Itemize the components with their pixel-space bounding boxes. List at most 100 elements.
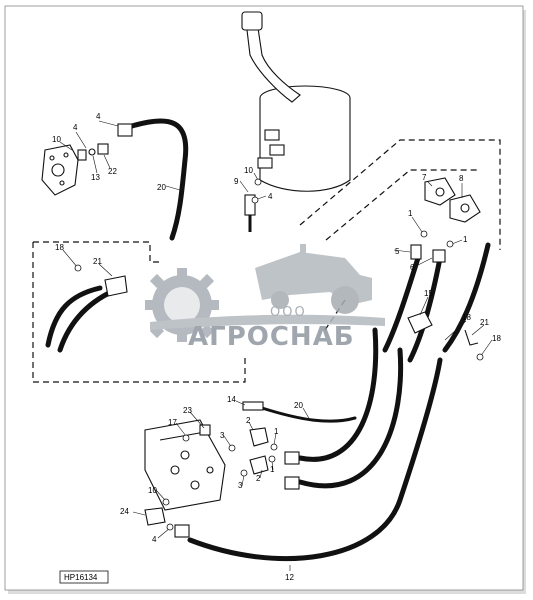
oring-3a <box>228 444 236 452</box>
hose-right-1 <box>382 255 421 353</box>
oring-4c <box>251 196 259 204</box>
callout-22: 22 <box>108 167 117 176</box>
callout-20: 20 <box>157 183 166 192</box>
pump-fitting-1 <box>77 149 87 161</box>
watermark-prefix: ООО <box>270 305 307 320</box>
connector-6 <box>432 249 446 263</box>
callout-21: 21 <box>480 318 489 327</box>
callout-20: 20 <box>294 401 303 410</box>
callout-18: 18 <box>55 243 64 252</box>
reservoir-tank <box>241 11 351 232</box>
valves <box>104 177 481 346</box>
oring-1d <box>268 455 276 463</box>
valve-8-port <box>460 203 470 213</box>
callout-4: 4 <box>152 535 157 544</box>
watermark-swoosh <box>150 314 385 330</box>
callout-1: 1 <box>463 235 468 244</box>
oring-17 <box>182 434 190 442</box>
callouts: 10 4 4 13 22 20 9 10 4 7 8 1 1 5 6 18 21… <box>52 112 501 582</box>
callout-7: 7 <box>422 173 427 182</box>
callout-10: 10 <box>148 486 157 495</box>
pump-port <box>51 163 65 177</box>
elbow-2-lower <box>249 455 269 475</box>
block-port-4 <box>206 466 214 474</box>
tank-port-1 <box>264 129 280 141</box>
callout-8: 8 <box>459 174 464 183</box>
callout-4: 4 <box>73 123 78 132</box>
block-port-2 <box>190 480 200 490</box>
hose-12 <box>187 357 443 562</box>
oring-3b <box>240 469 248 477</box>
pump-fitting-2 <box>97 143 109 155</box>
pump-bolt-3 <box>59 180 65 186</box>
elbow-2-upper <box>249 427 269 447</box>
watermark: ООО АГРОСНАБ <box>145 244 385 352</box>
hose-end-1 <box>284 451 300 465</box>
callout-2: 2 <box>256 474 261 483</box>
hose-left-1 <box>45 285 103 348</box>
callout-15: 15 <box>424 289 433 298</box>
harvester-icon <box>255 244 372 314</box>
callout-9: 9 <box>234 177 239 186</box>
tank-port-3 <box>257 157 273 169</box>
callout-18: 18 <box>492 334 501 343</box>
callout-14: 14 <box>227 395 236 404</box>
callout-10: 10 <box>244 166 253 175</box>
dashed-box-left-top <box>33 241 160 263</box>
valve-block <box>144 401 300 538</box>
block-port-1 <box>170 465 180 475</box>
callout-24: 24 <box>120 507 129 516</box>
gear-icon <box>145 268 219 342</box>
hose-end-2 <box>284 476 300 490</box>
pump-bolt-2 <box>63 152 69 158</box>
callout-13: 13 <box>91 173 100 182</box>
callout-4: 4 <box>96 112 101 121</box>
callout-18: 18 <box>462 313 471 322</box>
pump-oring <box>88 148 96 156</box>
dashed-box-right-top <box>299 139 501 250</box>
tank-body <box>259 98 351 192</box>
hose-lower-1 <box>297 327 379 462</box>
filler-cap <box>241 11 263 31</box>
fitting-23 <box>199 424 211 436</box>
oring-1c <box>270 443 278 451</box>
watermark-name: АГРОСНАБ <box>188 322 355 352</box>
small-parts <box>74 178 484 531</box>
valve-block-edge <box>159 431 206 441</box>
fitting-14 <box>242 401 264 411</box>
oring-1b <box>446 240 454 248</box>
callout-12: 12 <box>285 573 294 582</box>
callout-3: 3 <box>238 481 243 490</box>
dashed-box-left <box>32 242 246 383</box>
callout-1: 1 <box>408 209 413 218</box>
hose-20-lower <box>260 406 357 423</box>
diagram-code-text: HP16134 <box>64 573 98 582</box>
pump-bolt-1 <box>49 155 55 161</box>
tank-port-2 <box>269 144 285 156</box>
oring-1a <box>420 230 428 238</box>
oring-10b <box>254 178 262 186</box>
hose-12-end <box>174 524 190 538</box>
callout-23: 23 <box>183 406 192 415</box>
block-port-3 <box>180 450 190 460</box>
nut-18-right <box>476 353 484 361</box>
diagram-code: HP16134 <box>59 570 109 584</box>
oring-4d <box>166 523 174 531</box>
callout-1: 1 <box>274 427 279 436</box>
clamp-21-right <box>464 329 479 346</box>
filler-neck <box>246 27 301 103</box>
fitting-24 <box>144 507 166 526</box>
callout-17: 17 <box>168 418 177 427</box>
connector-5 <box>410 244 422 260</box>
callout-4: 4 <box>268 192 273 201</box>
hose-20-upper <box>129 118 189 241</box>
callout-21: 21 <box>93 257 102 266</box>
diagram-code-box <box>59 570 109 584</box>
callout-2: 2 <box>246 416 251 425</box>
clamp-21-left <box>104 275 128 297</box>
hoses <box>45 118 491 562</box>
hose-right-3 <box>442 242 491 353</box>
callout-3: 3 <box>220 431 225 440</box>
callout-1: 1 <box>270 465 275 474</box>
